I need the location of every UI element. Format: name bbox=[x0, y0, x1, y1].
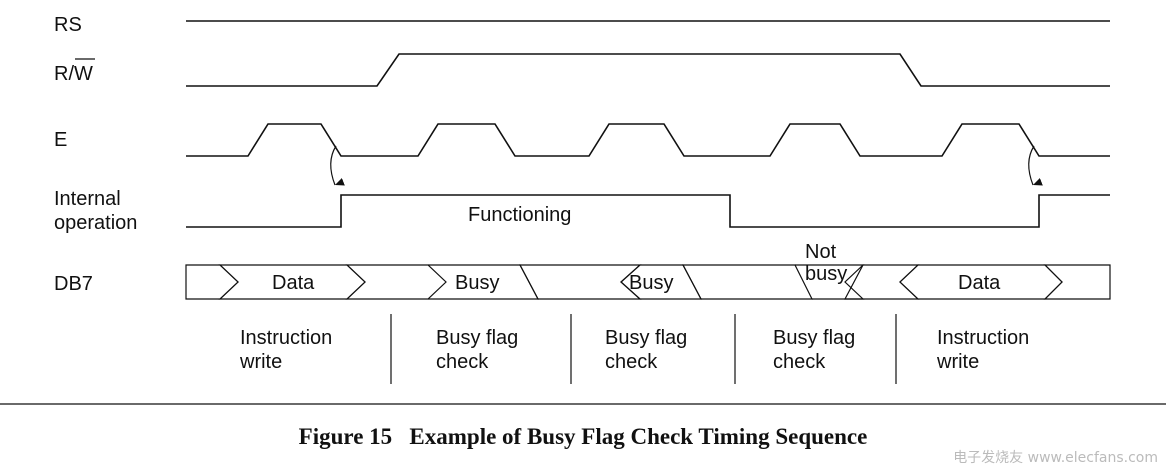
phase-label-line2: write bbox=[936, 351, 979, 373]
db7-invalid-segment bbox=[844, 264, 920, 300]
db7-busy-label: Busy bbox=[629, 272, 673, 294]
internal-operation-waveform bbox=[186, 194, 1110, 228]
rw-label: R/W bbox=[54, 63, 93, 85]
phase-label-line2: check bbox=[605, 351, 658, 373]
e-to-internal-arrow-1 bbox=[330, 145, 345, 186]
db7-label: DB7 bbox=[54, 273, 93, 295]
db7-invalid-segment bbox=[1043, 264, 1111, 300]
internal-label-line1: Internal bbox=[54, 188, 121, 210]
db7-not-busy-label-line2: busy bbox=[805, 263, 847, 285]
db7-not-busy-label-line1: Not bbox=[805, 241, 837, 263]
rw-label-prefix: R/ bbox=[54, 63, 74, 85]
db7-busy-label: Busy bbox=[455, 272, 499, 294]
phase-label-line2: write bbox=[239, 351, 282, 373]
db7-data-segment bbox=[218, 264, 366, 300]
e-label: E bbox=[54, 129, 67, 151]
phase-label-line1: Busy flag bbox=[436, 327, 518, 349]
db7-invalid-segment bbox=[185, 264, 239, 300]
phase-label-line1: Instruction bbox=[240, 327, 332, 349]
e-waveform bbox=[186, 123, 1110, 157]
phase-label-line1: Busy flag bbox=[605, 327, 687, 349]
db7-data-segment bbox=[899, 264, 1063, 300]
rs-label: RS bbox=[54, 14, 82, 36]
db7-data-label: Data bbox=[272, 272, 315, 294]
db7-invalid-segment bbox=[519, 264, 642, 300]
db7-busy-segment bbox=[428, 264, 539, 300]
internal-label-line2: operation bbox=[54, 212, 137, 234]
phase-label-line2: check bbox=[773, 351, 826, 373]
figure-caption: Figure 15 Example of Busy Flag Check Tim… bbox=[299, 424, 868, 449]
rw-label-bar: W bbox=[74, 63, 93, 85]
db7-invalid-segment bbox=[345, 264, 447, 300]
db7-invalid-segment bbox=[682, 264, 813, 300]
functioning-label: Functioning bbox=[468, 204, 571, 226]
watermark: 电子发烧友 www.elecfans.com bbox=[953, 450, 1158, 466]
phase-label-line2: check bbox=[436, 351, 489, 373]
db7-not-busy-segment bbox=[795, 264, 865, 300]
db7-data-label: Data bbox=[958, 272, 1001, 294]
rw-waveform bbox=[186, 53, 1110, 87]
db7-busy-segment bbox=[620, 264, 702, 300]
phase-label-line1: Instruction bbox=[937, 327, 1029, 349]
e-to-internal-arrow-2 bbox=[1028, 145, 1043, 186]
phase-label-line1: Busy flag bbox=[773, 327, 855, 349]
